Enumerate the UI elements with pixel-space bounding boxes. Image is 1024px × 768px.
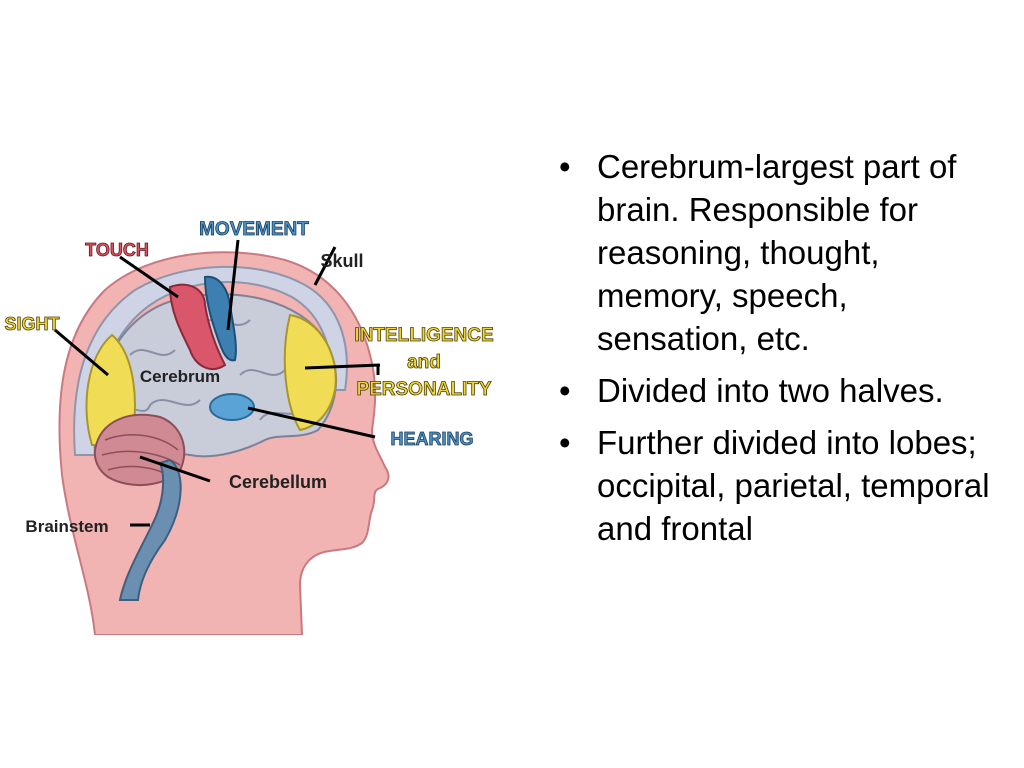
bullet-item: • Further divided into lobes; occipital, … — [555, 421, 995, 550]
touch-region — [168, 283, 227, 370]
bullet-text: Divided into two halves. — [597, 372, 944, 409]
pointer-lines — [54, 239, 381, 527]
brain-diagram-svg: MOVEMENT TOUCH Skull SIGHT INTELLIGENCE … — [4, 219, 494, 636]
bullet-text: Cerebrum-largest part of brain. Responsi… — [597, 148, 957, 357]
bullet-dot: • — [559, 424, 571, 461]
brainstem-shape — [118, 458, 182, 601]
label-intelligence: INTELLIGENCE — [354, 325, 493, 346]
bullet-list: • Cerebrum-largest part of brain. Respons… — [555, 145, 995, 559]
bullet-item: • Divided into two halves. — [555, 369, 995, 412]
label-personality: PERSONALITY — [356, 379, 491, 400]
movement-region — [203, 275, 237, 362]
bullet-dot: • — [559, 372, 571, 409]
label-brainstem: Brainstem — [25, 517, 108, 536]
bullet-text: Further divided into lobes; occipital, p… — [597, 424, 990, 547]
label-cerebellum: Cerebellum — [229, 472, 327, 492]
label-touch: TOUCH — [85, 240, 149, 260]
brain-diagram: MOVEMENT TOUCH Skull SIGHT INTELLIGENCE … — [0, 205, 515, 636]
intelligence-region — [283, 313, 337, 432]
label-skull: Skull — [320, 251, 363, 271]
hearing-region — [209, 393, 255, 421]
label-cerebrum: Cerebrum — [140, 367, 220, 386]
label-and: and — [407, 352, 441, 373]
skull-outline — [73, 265, 348, 456]
label-sight: SIGHT — [4, 314, 59, 334]
label-movement: MOVEMENT — [199, 219, 309, 240]
bullet-item: • Cerebrum-largest part of brain. Respons… — [555, 145, 995, 360]
bullet-dot: • — [559, 148, 571, 185]
label-hearing: HEARING — [390, 429, 473, 449]
